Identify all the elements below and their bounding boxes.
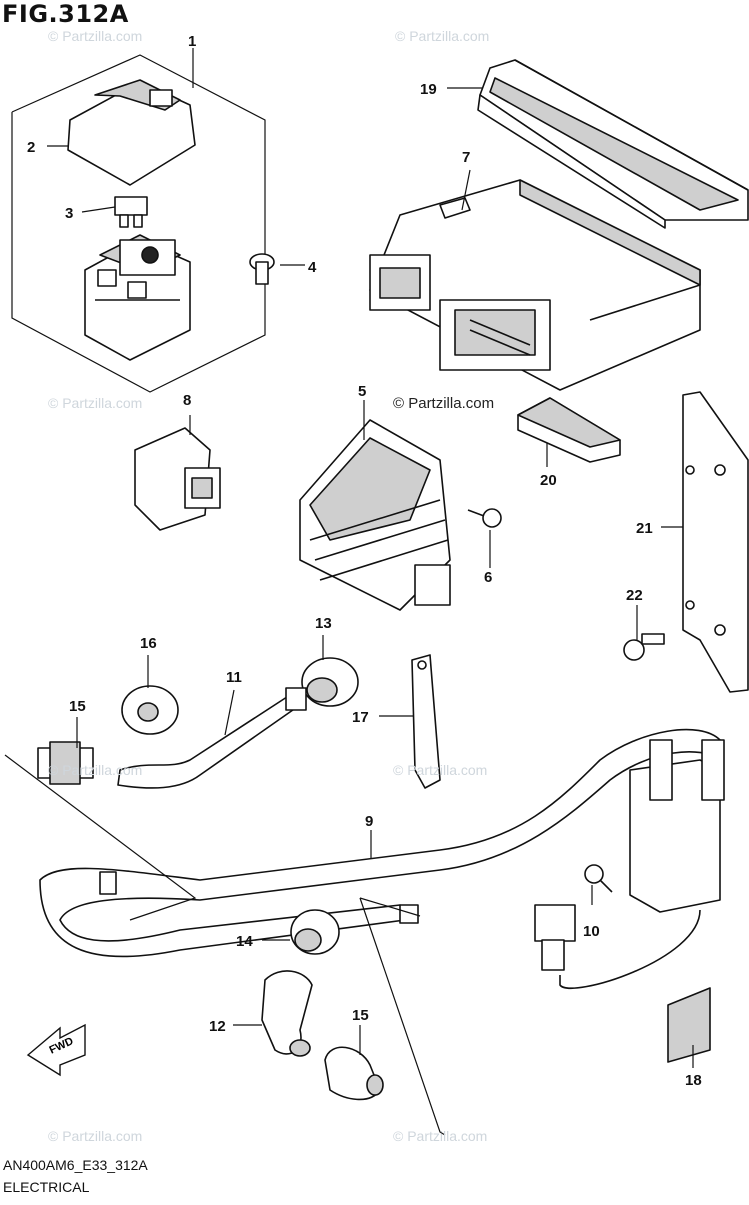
high-tension-cord[interactable] xyxy=(117,687,307,789)
callout-20: 20 xyxy=(540,472,557,489)
relay-fuse[interactable] xyxy=(114,196,148,228)
callout-15b: 15 xyxy=(352,1007,369,1024)
boot-13[interactable] xyxy=(301,657,359,707)
ecm-unit[interactable] xyxy=(369,179,701,391)
callout-11: 11 xyxy=(226,669,242,686)
cap-15a[interactable] xyxy=(37,741,94,785)
boot-14[interactable] xyxy=(290,909,340,955)
regulator-rectifier[interactable] xyxy=(299,419,451,611)
callout-4: 4 xyxy=(308,259,317,276)
ignition-coil[interactable] xyxy=(559,739,725,989)
screw-10[interactable] xyxy=(584,864,613,893)
callout-7: 7 xyxy=(462,149,470,166)
ecm-cover[interactable] xyxy=(477,59,749,229)
callout-12: 12 xyxy=(209,1018,226,1035)
watermark: © Partzilla.com xyxy=(48,762,143,778)
figure-title: FIG.312A xyxy=(2,0,129,28)
callout-14: 14 xyxy=(236,933,253,950)
starter-relay-cover[interactable] xyxy=(67,79,196,186)
callout-6: 6 xyxy=(484,569,492,586)
callout-1: 1 xyxy=(188,33,196,50)
label-sheet[interactable] xyxy=(667,987,711,1063)
starter-relay[interactable] xyxy=(84,234,191,361)
figure-code: AN400AM6_E33_312A xyxy=(3,1157,148,1173)
pad[interactable] xyxy=(517,397,621,463)
connector-8[interactable] xyxy=(134,427,221,531)
watermark: © Partzilla.com xyxy=(395,28,490,44)
callout-5: 5 xyxy=(358,383,366,400)
callout-16: 16 xyxy=(140,635,157,652)
screw-6[interactable] xyxy=(467,508,502,528)
callout-8: 8 xyxy=(183,392,191,409)
watermark: © Partzilla.com xyxy=(393,762,488,778)
watermark: © Partzilla.com xyxy=(393,1128,488,1144)
callout-17: 17 xyxy=(352,709,369,726)
cap-12[interactable] xyxy=(261,970,313,1057)
callout-2: 2 xyxy=(27,139,35,156)
fwd-arrow-icon: FWD xyxy=(26,1023,86,1077)
callout-18: 18 xyxy=(685,1072,702,1089)
grommet-16[interactable] xyxy=(121,685,179,735)
watermark: © Partzilla.com xyxy=(393,395,495,412)
clamp-17[interactable] xyxy=(411,654,441,789)
coupler[interactable] xyxy=(534,904,576,971)
callout-3: 3 xyxy=(65,205,73,222)
callout-19: 19 xyxy=(420,81,437,98)
bolt-22[interactable] xyxy=(623,633,665,661)
callout-13: 13 xyxy=(315,615,332,632)
watermark: © Partzilla.com xyxy=(48,395,143,411)
cap-15b[interactable] xyxy=(324,1046,384,1101)
bracket[interactable] xyxy=(682,391,749,693)
callout-22: 22 xyxy=(626,587,643,604)
watermark: © Partzilla.com xyxy=(48,28,143,44)
leader-lines xyxy=(47,48,694,1068)
bolt-4[interactable] xyxy=(249,253,275,285)
routing-guide-left xyxy=(4,754,197,921)
watermark: © Partzilla.com xyxy=(48,1128,143,1144)
callout-10: 10 xyxy=(583,923,600,940)
callout-15a: 15 xyxy=(69,698,86,715)
section-name: ELECTRICAL xyxy=(3,1179,90,1195)
callout-9: 9 xyxy=(365,813,373,830)
callout-21: 21 xyxy=(636,520,653,537)
group-frame-relay xyxy=(11,54,266,393)
routing-guide-right xyxy=(359,897,446,1136)
